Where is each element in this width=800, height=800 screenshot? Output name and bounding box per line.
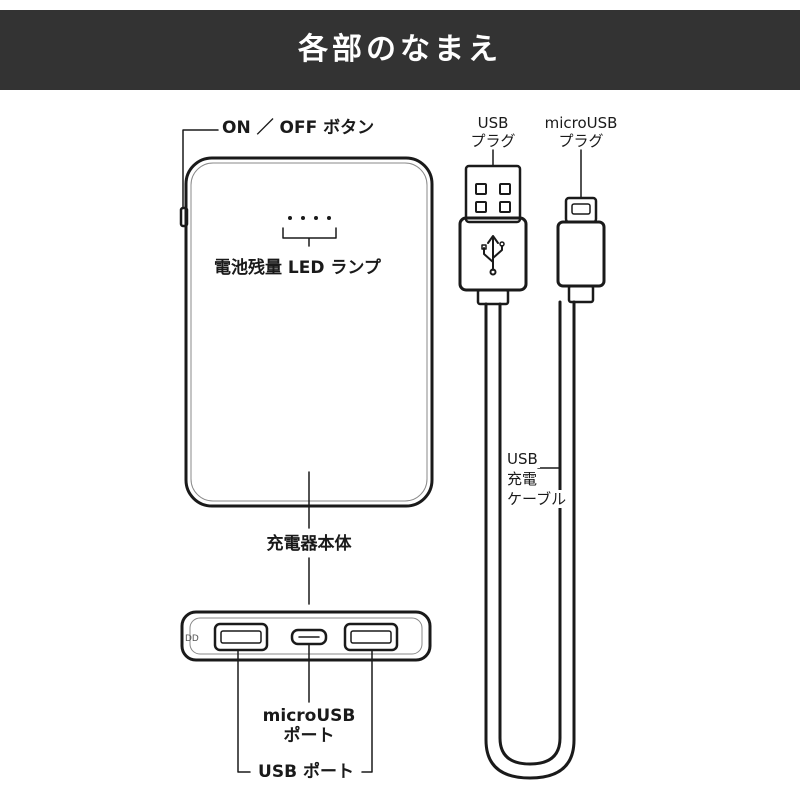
usb-trident-icon bbox=[481, 235, 505, 276]
micro-usb-plug bbox=[556, 196, 606, 304]
body-label: 充電器本体 bbox=[266, 534, 352, 554]
charger-body-front bbox=[179, 156, 434, 508]
led-bracket bbox=[282, 227, 337, 247]
svg-text:DD: DD bbox=[185, 634, 199, 644]
usb-port-right-icon bbox=[343, 622, 399, 652]
micro-plug-label-1: microUSB bbox=[544, 114, 618, 132]
cable-label-2: 充電 bbox=[505, 470, 540, 488]
usb-port-left-icon bbox=[213, 622, 269, 652]
page-title: 各部のなまえ bbox=[298, 32, 502, 67]
usb-plug-label-1: USB bbox=[477, 114, 509, 132]
usb-cable bbox=[484, 300, 576, 780]
usb-plug bbox=[458, 164, 528, 306]
charger-body-ports: DD bbox=[180, 610, 432, 662]
micro-plug-label-2: プラグ bbox=[558, 132, 604, 150]
led-lamp-icon bbox=[288, 216, 331, 220]
usb-port-leader-left bbox=[237, 649, 251, 773]
battery-led-label: 電池残量 LED ランプ bbox=[214, 258, 381, 278]
power-button-leader bbox=[182, 129, 219, 209]
usb-port-leader-right bbox=[361, 649, 373, 773]
usb-port-label: USB ポート bbox=[258, 762, 354, 782]
power-button-icon bbox=[179, 206, 189, 228]
usb-plug-label-2: プラグ bbox=[470, 132, 516, 150]
micro-port-label-2: ポート bbox=[283, 726, 335, 746]
header-bar: 各部のなまえ bbox=[0, 10, 800, 90]
micro-port-label-1: microUSB bbox=[262, 706, 356, 726]
power-button-label: ON ／ OFF ボタン bbox=[222, 118, 375, 138]
cable-label-1: USB bbox=[505, 450, 540, 468]
cable-label-3: ケーブル bbox=[505, 490, 569, 508]
